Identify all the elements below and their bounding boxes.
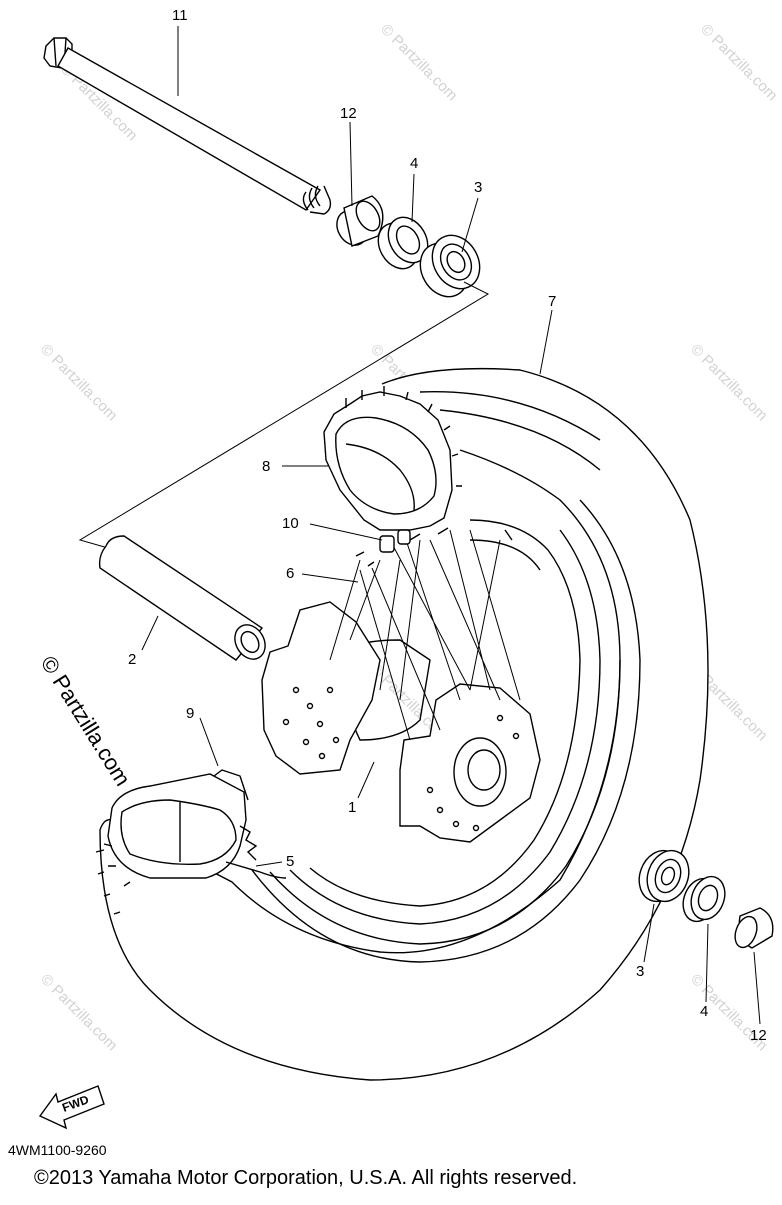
copyright-notice: ©2013 Yamaha Motor Corporation, U.S.A. A… (34, 1167, 578, 1189)
callout-10: 10 (282, 515, 299, 532)
assembly-line (78, 281, 490, 549)
callout-9: 9 (186, 705, 194, 722)
callout-labels: 11 12 4 3 7 8 10 6 2 9 1 5 3 4 12 (128, 7, 767, 1044)
callout-1: 1 (348, 799, 356, 816)
tire (95, 367, 709, 1081)
callout-12: 12 (750, 1027, 767, 1044)
tube (103, 769, 249, 887)
collar-top (336, 195, 384, 247)
callout-4: 4 (410, 155, 418, 172)
watermark: © Partzilla.com (697, 21, 780, 104)
callout-2: 2 (128, 651, 136, 668)
forward-arrow: FWD (38, 1085, 105, 1130)
rim-band-top (323, 386, 462, 531)
watermark: © Partzilla.com (37, 971, 120, 1054)
collar-bottom (734, 907, 774, 949)
bearing-bottom (638, 849, 690, 903)
valve-nipple (379, 529, 411, 553)
callout-3: 3 (636, 963, 644, 980)
leader-lines (141, 26, 761, 1025)
oil-seal-bottom (682, 875, 726, 923)
oil-seal-top (377, 216, 429, 270)
watermark: © Partzilla.com (687, 341, 770, 424)
callout-8: 8 (262, 458, 270, 475)
watermark: © Partzilla.com (37, 341, 120, 424)
bearing-top (419, 234, 481, 298)
callout-11: 11 (172, 7, 188, 24)
callout-6: 6 (286, 565, 294, 582)
callout-4: 4 (700, 1003, 708, 1020)
part-code: 4WM1100-9260 (8, 1142, 107, 1158)
collar-spacer (98, 535, 266, 661)
callout-7: 7 (548, 293, 556, 310)
partzilla-watermark: © Partzilla.com (36, 651, 136, 790)
callout-12: 12 (340, 105, 357, 122)
callout-5: 5 (286, 853, 294, 870)
rim-band-bottom (225, 825, 287, 879)
watermark: © Partzilla.com (377, 21, 460, 104)
axle (43, 37, 332, 215)
wheel-hub (261, 527, 541, 843)
callout-3: 3 (474, 179, 482, 196)
